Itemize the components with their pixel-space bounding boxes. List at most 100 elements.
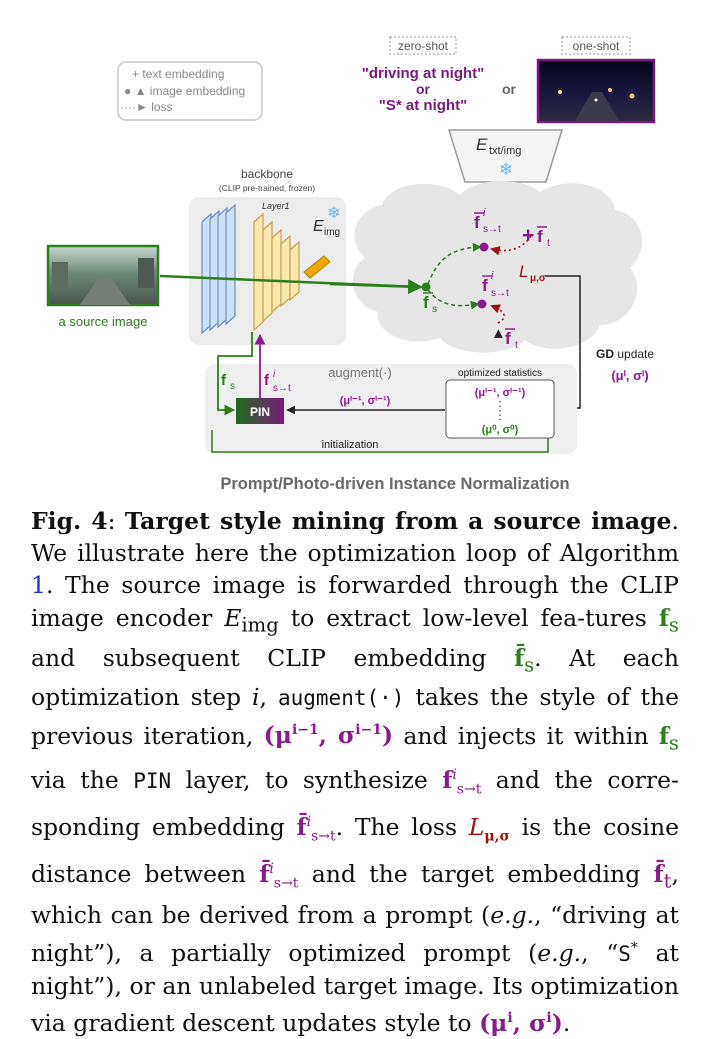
- caption-t5: . At each optimization step: [31, 643, 679, 712]
- source-image-label: a source image: [59, 314, 148, 329]
- embedding-space-cloud: [352, 181, 642, 353]
- prompts: zero-shot "driving at night" or "S* at n…: [362, 36, 656, 124]
- fbar-st-bottom-sub: s→t: [491, 288, 509, 299]
- pin-label: PIN: [250, 405, 270, 419]
- or-separator: or: [502, 81, 517, 97]
- text-image-encoder: E txt/img ❄: [447, 129, 564, 183]
- caption-i: i: [252, 683, 260, 712]
- source-embedding-point: [421, 282, 431, 292]
- fbar-t-bottom-f: f: [505, 329, 511, 348]
- prompt-s-star-at-night: "S* at night": [379, 97, 467, 114]
- figure-diagram: + text embedding ● ▲ image embedding ···…: [46, 36, 656, 493]
- fbar-s-sub: s: [432, 304, 437, 315]
- image-encoder-label: E: [313, 218, 324, 235]
- target-night-image: [536, 58, 656, 124]
- caption-t9: via the: [31, 766, 134, 795]
- caption-sstar: S: [618, 941, 631, 966]
- fbar-t-bottom-sub: t: [515, 340, 518, 351]
- backbone-subtitle: (CLIP pre-trained, frozen): [219, 183, 315, 193]
- legend-text-embedding: + text embedding: [132, 67, 224, 81]
- caption-eg2: e.g.: [537, 938, 582, 967]
- caption-fbar-t: f̄: [653, 859, 664, 888]
- snowflake-icon: ❄: [499, 160, 513, 179]
- gd-stats-label: (μⁱ, σⁱ): [611, 368, 648, 383]
- caption-fst: f: [442, 766, 453, 795]
- fbar-s-f: f: [423, 293, 429, 312]
- caption-t4: and subsequent CLIP embedding: [31, 643, 514, 672]
- caption-t11: and the corre-sponding embedding: [31, 766, 680, 841]
- layer1-label: Layer1: [262, 201, 290, 211]
- caption-fbar-st2: f̄: [259, 859, 270, 888]
- stats-arrow-label: (μⁱ⁻¹, σⁱ⁻¹): [340, 394, 391, 407]
- prompt-or: or: [416, 81, 431, 97]
- legend-loss: ····► loss: [120, 100, 173, 114]
- stylized-embedding-point-text: [479, 242, 489, 252]
- caption-fbar-st: f̄: [296, 812, 307, 841]
- fbar-st-bottom-f: f: [482, 276, 488, 295]
- fs-sub: s: [230, 381, 235, 392]
- caption-t1: . We illustrate here the optimization lo…: [31, 507, 679, 568]
- legend-image-embedding: ● ▲ image embedding: [124, 84, 245, 98]
- caption-fs-sub: s: [668, 613, 679, 637]
- encoder-label: E: [476, 135, 488, 154]
- triangle-icon: ▲: [491, 325, 506, 342]
- image-encoder-subscript: img: [324, 227, 340, 238]
- source-image: a source image: [46, 244, 160, 329]
- caption-fbar-st2-sub: s→t: [273, 875, 299, 892]
- caption-sstar-sup: *: [630, 939, 638, 956]
- caption-t19: .: [562, 1008, 571, 1037]
- backbone-title: backbone: [241, 167, 293, 181]
- caption-fbar-st-sub: s→t: [311, 828, 336, 845]
- caption-augment: augment(·): [277, 686, 405, 711]
- legend: + text embedding ● ▲ image embedding ···…: [117, 61, 263, 121]
- loss-label: L: [519, 262, 528, 281]
- caption-t3: to extract low-level fea-tures: [278, 603, 659, 632]
- caption-t7: takes the style of the previous iteratio…: [31, 683, 679, 750]
- one-shot-tag: one-shot: [573, 39, 620, 53]
- fst-sup: i: [273, 369, 276, 380]
- caption-loss: L: [468, 812, 485, 841]
- fbar-st-top-f: f: [474, 213, 480, 232]
- caption-fbar-st-sup: i: [306, 814, 312, 831]
- yellow-layers: [253, 212, 300, 332]
- caption-loss-sub: μ,σ: [484, 828, 510, 845]
- caption-fs2: f: [658, 721, 669, 750]
- caption-eg1: e.g.: [490, 901, 535, 930]
- initialization-label: initialization: [322, 439, 379, 451]
- caption-fig-label: Fig. 4: [31, 507, 108, 535]
- fbar-st-bottom-sup: i: [491, 270, 494, 282]
- caption-fbar-st2-sup: i: [269, 860, 274, 877]
- blue-layers: [201, 203, 236, 335]
- caption-fst-sub: s→t: [456, 781, 482, 798]
- embedding-trajectories: f i s→t + f t L μ,σ f i s→t f s ▲ f t: [421, 207, 550, 351]
- algorithm-link[interactable]: 1: [31, 571, 46, 600]
- gd-update-label: GD update: [596, 347, 654, 361]
- plus-icon: +: [522, 224, 534, 247]
- caption-t14: and the target embedding: [298, 859, 654, 888]
- output-feature-block: [303, 255, 331, 279]
- zero-shot-tag: zero-shot: [398, 39, 449, 53]
- caption-t2: . The source image is forwarded through …: [31, 571, 679, 632]
- caption-fs: f: [658, 603, 669, 632]
- prompt-driving-at-night: "driving at night": [362, 65, 485, 82]
- optimized-stats-bottom: (μ⁰, σ⁰): [482, 424, 519, 436]
- caption-eimg: E: [224, 603, 242, 632]
- caption-prev-stats: (μi−1, σi−1): [263, 721, 394, 750]
- caption-t6: ,: [259, 683, 278, 712]
- augment-label: augment(·): [328, 365, 392, 380]
- loss-subscript: μ,σ: [530, 273, 546, 284]
- caption-eimg-sub: img: [241, 613, 279, 637]
- optimized-stats-title: optimized statistics: [458, 368, 542, 379]
- fbar-st-top-sup: i: [483, 207, 486, 219]
- caption-t8: and injects it within: [393, 721, 659, 750]
- fbar-t-top-f: f: [537, 227, 543, 246]
- fbar-st-top-sub: s→t: [483, 224, 501, 235]
- caption-colon: :: [107, 507, 116, 535]
- stylized-embedding-point-image: [477, 299, 487, 309]
- caption-fst-sup: i: [452, 767, 457, 784]
- caption-fbar-s-sub: s: [524, 653, 535, 677]
- figure-title: Prompt/Photo-driven Instance Normalizati…: [220, 475, 569, 493]
- caption-fs2-sub: s: [668, 731, 679, 755]
- caption-new-stats: (μi, σi): [479, 1008, 563, 1037]
- backbone: backbone (CLIP pre-trained, frozen) Laye…: [189, 167, 346, 345]
